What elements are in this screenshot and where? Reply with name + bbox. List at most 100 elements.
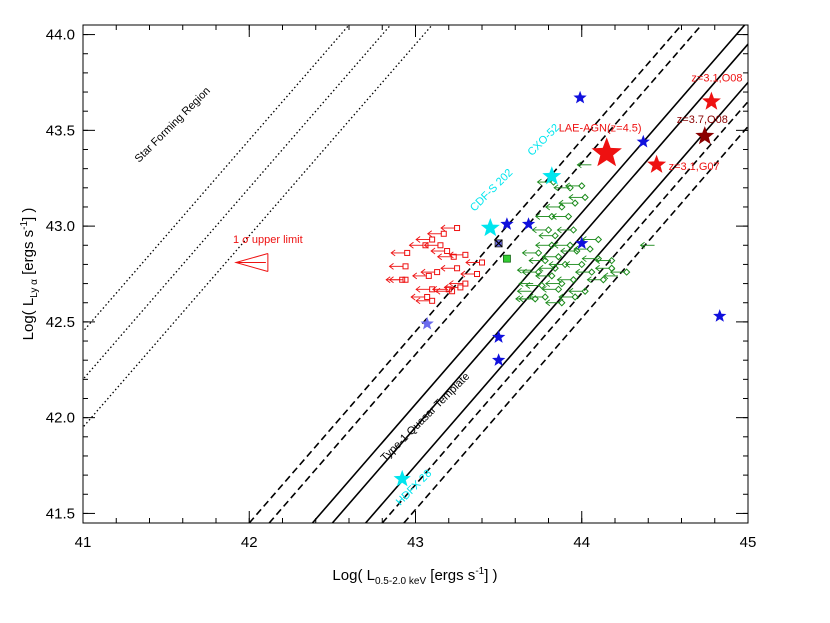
object-label: z=3.1,G07 bbox=[669, 161, 720, 173]
labeled-star-point bbox=[542, 166, 562, 185]
green-upper-limit-arrow-head bbox=[548, 261, 554, 268]
red-square-point bbox=[474, 271, 481, 277]
red-upper-limit-arrow-head bbox=[460, 270, 466, 278]
star-forming-line bbox=[83, 25, 433, 429]
green-upper-limit-arrow-head bbox=[528, 257, 534, 264]
red-square-point bbox=[450, 253, 457, 260]
green-upper-limit-arrow-head bbox=[573, 245, 579, 253]
green-upper-limit-arrow-head bbox=[535, 241, 541, 249]
red-square-point bbox=[449, 288, 456, 295]
green-upper-limit-arrow-head bbox=[553, 184, 559, 192]
star-forming-line bbox=[83, 25, 350, 333]
green-diamond-point bbox=[569, 226, 578, 234]
blue-star-point bbox=[500, 217, 514, 230]
green-diamond-point bbox=[581, 193, 589, 202]
red-upper-limit-arrow-head bbox=[427, 230, 433, 238]
red-square-point bbox=[454, 225, 461, 232]
red-upper-limit-arrow-head bbox=[420, 268, 426, 276]
red-upper-limit-arrow-head bbox=[448, 280, 454, 287]
x-axis-label: Log( L0.5-2.0 keV [ergs s-1] ) bbox=[332, 566, 497, 587]
red-square-point bbox=[444, 248, 451, 255]
green-diamond-point bbox=[558, 279, 566, 288]
green-upper-limit-arrow-head bbox=[574, 268, 580, 276]
red-square-point bbox=[429, 286, 436, 293]
green-diamond-point bbox=[594, 235, 603, 244]
green-diamond-point bbox=[548, 241, 556, 249]
green-diamond-point bbox=[534, 268, 543, 276]
y-tick-label: 42.0 bbox=[46, 410, 75, 427]
green-upper-limit-arrow-head bbox=[594, 257, 600, 264]
green-diamond-point bbox=[578, 182, 586, 190]
x-tick-label: 43 bbox=[407, 534, 424, 551]
y-tick-label: 43.5 bbox=[46, 122, 75, 139]
green-upper-limit-arrow-head bbox=[538, 232, 544, 240]
green-diamond-point bbox=[544, 226, 553, 234]
green-diamond-point bbox=[571, 293, 579, 301]
green-diamond-point bbox=[586, 245, 594, 253]
green-diamond-point bbox=[571, 199, 579, 207]
y-tick-label: 44.0 bbox=[46, 27, 75, 44]
green-upper-limit-arrow-head bbox=[535, 272, 541, 280]
blue-star-point bbox=[573, 90, 587, 104]
blue-star-point bbox=[713, 309, 727, 322]
quasar-template-line bbox=[365, 81, 748, 523]
green-upper-limit-arrow-head bbox=[545, 203, 551, 211]
green-diamond-point bbox=[551, 231, 559, 240]
red-square-point bbox=[454, 265, 461, 272]
filled-square-point bbox=[503, 254, 511, 263]
y-axis-label: Log( LLy α [ergs s-1] ) bbox=[19, 208, 40, 341]
x-tick-label: 45 bbox=[740, 534, 757, 551]
red-upper-limit-arrow-head bbox=[390, 249, 396, 257]
green-diamond-point bbox=[607, 264, 616, 272]
blue-star-point bbox=[492, 353, 506, 366]
green-diamond-point bbox=[541, 256, 549, 265]
object-label: z=3.1,O08 bbox=[691, 73, 742, 85]
green-upper-limit-arrow-head bbox=[594, 264, 600, 272]
red-upper-limit-arrow-head bbox=[430, 247, 436, 255]
green-arrow-head bbox=[576, 161, 582, 169]
labeled-star-point bbox=[695, 126, 715, 145]
green-upper-limit-arrow-head bbox=[536, 178, 542, 186]
green-diamond-point bbox=[564, 212, 573, 221]
object-label: CDF-S 202 bbox=[468, 167, 515, 214]
blue-star-point bbox=[521, 217, 536, 230]
red-upper-limit-arrow-head bbox=[388, 276, 394, 284]
green-upper-limit-arrow-head bbox=[551, 213, 557, 220]
blue-star-point bbox=[492, 330, 506, 343]
red-upper-limit-arrow-head bbox=[440, 264, 446, 272]
object-label: HDFX 28 bbox=[394, 468, 434, 508]
green-diamond-point bbox=[531, 295, 539, 303]
star-forming-label: Star Forming Region bbox=[133, 85, 213, 165]
object-label: z=3.7,O08 bbox=[677, 114, 728, 126]
green-diamond-point bbox=[569, 276, 578, 284]
green-upper-limit-arrow-head bbox=[586, 276, 592, 284]
red-upper-limit-arrow-head bbox=[415, 297, 421, 305]
red-upper-limit-arrow-head bbox=[443, 284, 449, 291]
green-upper-limit-arrow-head bbox=[545, 299, 551, 307]
labeled-star-point bbox=[393, 469, 411, 487]
red-square-point bbox=[462, 251, 469, 258]
green-arrow-head bbox=[516, 287, 522, 295]
green-arrow-head bbox=[516, 266, 522, 274]
green-upper-limit-arrow-head bbox=[545, 280, 551, 287]
red-square-point bbox=[434, 269, 441, 276]
red-square-point bbox=[402, 276, 409, 283]
green-arrow-head bbox=[518, 280, 524, 287]
green-diamond-point bbox=[588, 268, 596, 276]
red-square-point bbox=[462, 280, 469, 287]
green-diamond-point bbox=[554, 253, 563, 261]
green-diamond-point bbox=[573, 247, 581, 255]
green-upper-limit-arrow-head bbox=[535, 213, 541, 220]
green-arrow-head bbox=[639, 241, 645, 249]
x-tick-label: 44 bbox=[573, 534, 590, 551]
green-upper-limit-arrow-head bbox=[560, 247, 566, 255]
red-square-point bbox=[424, 293, 431, 300]
upper-limit-legend-arrowhead bbox=[234, 253, 269, 272]
green-diamond-point bbox=[581, 287, 589, 295]
x-box-cross bbox=[494, 239, 503, 248]
red-upper-limit-arrow-head bbox=[415, 285, 421, 293]
quasar-template-line bbox=[311, 25, 746, 523]
upper-limit-label: 1 σ upper limit bbox=[233, 234, 303, 246]
green-upper-limit-arrow-head bbox=[565, 182, 571, 190]
